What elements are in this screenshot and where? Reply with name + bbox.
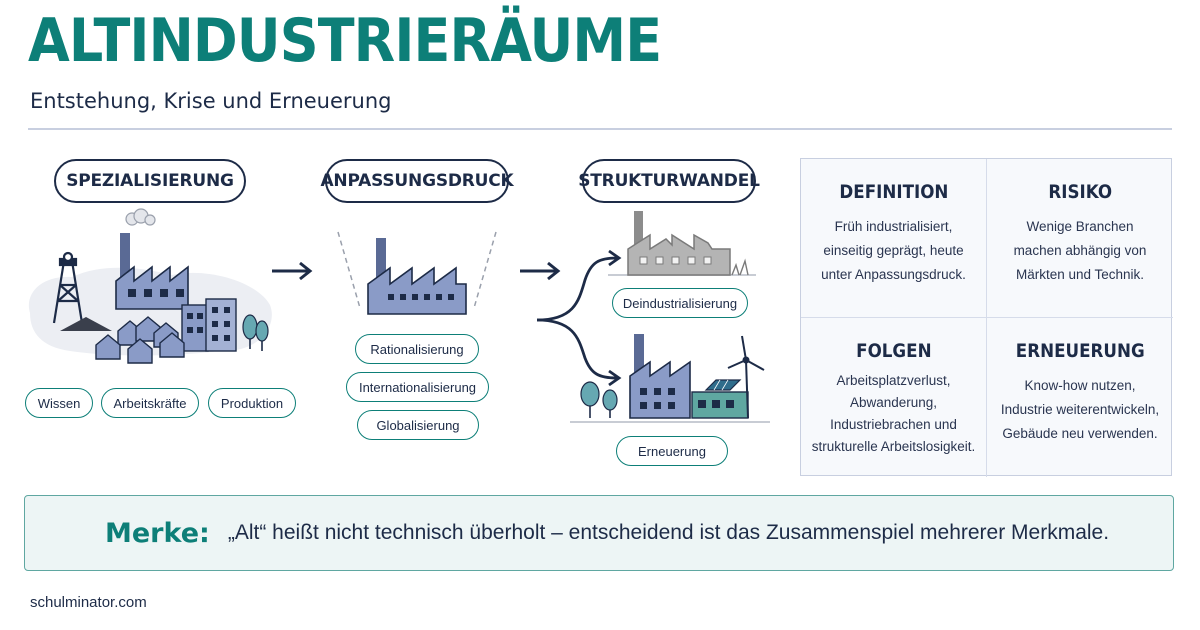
info-cell-text: Arbeitsplatzverlust, Abwanderung, Indust… — [805, 370, 983, 458]
info-line: Wenige Branchen — [1026, 219, 1134, 234]
info-line: machen abhängig von — [1013, 243, 1147, 258]
info-line: strukturelle Arbeitslosigkeit. — [811, 439, 976, 454]
info-line: einseitig geprägt, heute — [823, 243, 964, 258]
page-subtitle: Entstehung, Krise und Erneuerung — [30, 89, 392, 113]
pill-wissen: Wissen — [25, 388, 93, 418]
info-cell-folgen: FOLGEN Arbeitsplatzverlust, Abwanderung,… — [801, 318, 987, 477]
info-grid: DEFINITION Früh industrialisiert, einsei… — [800, 158, 1173, 477]
info-cell-title: RISIKO — [1048, 181, 1112, 203]
info-cell-erneuerung: ERNEUERUNG Know-how nutzen, Industrie we… — [987, 318, 1173, 477]
info-cell-title: ERNEUERUNG — [1015, 340, 1145, 362]
pill-globalisierung: Globalisierung — [357, 410, 479, 440]
info-cell-risiko: RISIKO Wenige Branchen machen abhängig v… — [987, 159, 1173, 318]
apartment-building-icon — [181, 298, 237, 352]
info-cell-title: DEFINITION — [838, 181, 948, 203]
factory-icon — [367, 238, 467, 315]
solar-panel-icon — [691, 379, 749, 419]
factory-icon — [629, 334, 691, 419]
info-line: unter Anpassungsdruck. — [821, 267, 966, 282]
renewed-industry-illustration — [570, 334, 770, 423]
info-line: Know-how nutzen, — [1024, 378, 1136, 393]
wind-turbine-icon — [727, 335, 765, 419]
pressured-factory-illustration — [337, 231, 497, 315]
info-cell-text: Wenige Branchen machen abhängig von Märk… — [991, 215, 1169, 287]
info-line: Arbeitsplatzverlust, — [836, 373, 951, 388]
ruined-factory-icon — [608, 211, 756, 276]
info-cell-title: FOLGEN — [855, 340, 932, 362]
pill-rationalisierung: Rationalisierung — [355, 334, 479, 364]
stage-label-spezialisierung: SPEZIALISIERUNG — [54, 159, 246, 203]
info-line: Märkten und Technik. — [1015, 267, 1145, 282]
info-line: Früh industrialisiert, — [834, 219, 953, 234]
mine-headframe-icon — [52, 251, 84, 324]
factory-icon — [115, 233, 189, 310]
tree-icon — [580, 381, 618, 418]
stage-label-anpassungsdruck: ANPASSUNGSDRUCK — [320, 159, 514, 203]
info-cell-text: Früh industrialisiert, einseitig geprägt… — [805, 215, 983, 287]
merke-box: Merke: „Alt“ heißt nicht technisch überh… — [24, 495, 1174, 571]
merke-label: Merke: — [105, 517, 210, 549]
branch-arrow-icon — [536, 249, 622, 387]
stage-label-strukturwandel: STRUKTURWANDEL — [578, 159, 760, 203]
page-title: ALTINDUSTRIERÄUME — [28, 6, 662, 76]
info-line: Abwanderung, — [849, 395, 938, 410]
smoke-icon — [125, 208, 156, 226]
footer-source: schulminator.com — [30, 594, 147, 611]
header-divider — [28, 128, 1172, 130]
arrow-right-icon — [520, 261, 561, 281]
outcome-erneuerung: Erneuerung — [616, 436, 728, 466]
arrow-right-icon — [272, 261, 313, 281]
merke-text: „Alt“ heißt nicht technisch überholt – e… — [227, 521, 1110, 544]
houses-icon — [95, 316, 185, 364]
tree-icon — [242, 314, 269, 351]
info-cell-definition: DEFINITION Früh industrialisiert, einsei… — [801, 159, 987, 318]
info-cell-text: Know-how nutzen, Industrie weiterentwick… — [991, 374, 1169, 446]
specialized-industry-illustration — [28, 208, 272, 364]
info-line: Industrie weiterentwickeln, — [1000, 402, 1160, 417]
info-line: Industriebrachen und — [830, 417, 957, 432]
pill-produktion: Produktion — [208, 388, 296, 418]
info-line: Gebäude neu verwenden. — [1002, 426, 1158, 441]
pill-internationalisierung: Internationalisierung — [346, 372, 489, 402]
outcome-deindustrialisierung: Deindustrialisierung — [612, 288, 748, 318]
pill-arbeitskraefte: Arbeitskräfte — [101, 388, 199, 418]
